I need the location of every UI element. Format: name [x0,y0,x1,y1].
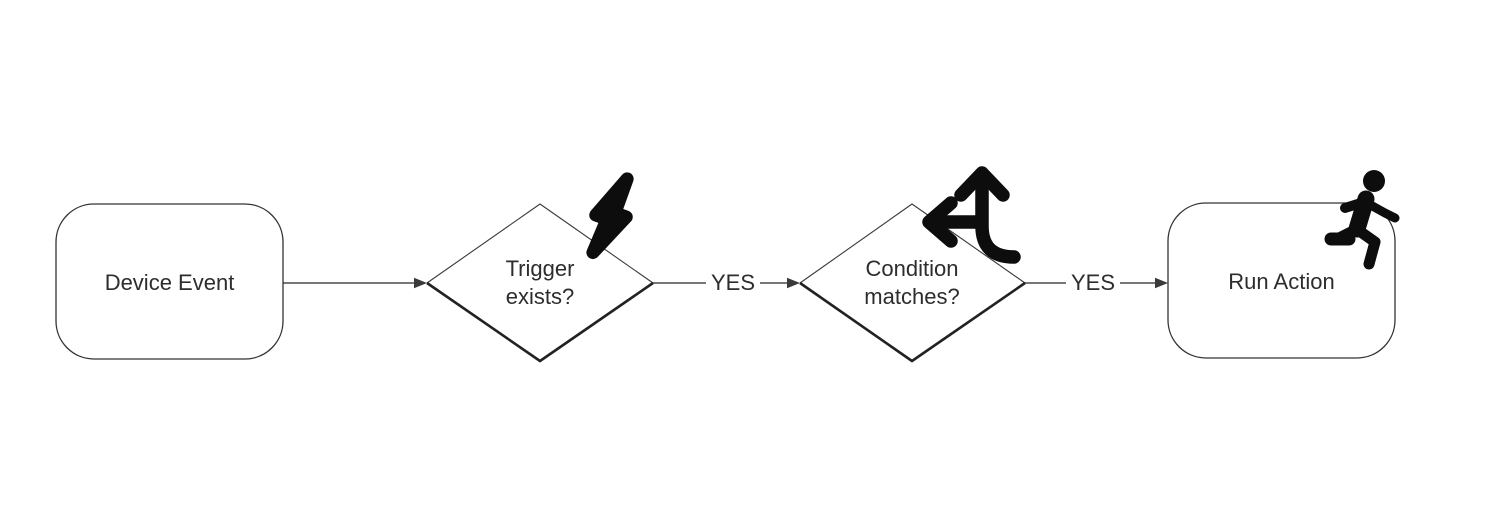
node-label-device-event: Device Event [104,270,235,295]
node-condition-matches [799,203,1026,363]
diamond-bottom-edges [799,281,1026,363]
node-device-event [55,203,284,360]
diamond-top-edges [799,203,1026,284]
edge-label-yes-2: YES [1070,270,1116,295]
split-arrows-icon [922,166,1021,264]
arrowhead-icon [1155,277,1168,289]
node-label-run-action: Run Action [1228,269,1335,294]
node-trigger-exists [426,203,654,363]
diamond-top-edges [426,203,654,284]
edge-label-yes-1: YES [710,270,756,295]
node-label-trigger-exists: Trigger exists? [505,256,575,309]
node-label-condition-matches: Condition matches? [864,256,960,309]
lightning-icon [586,172,634,260]
arrowhead-icon [414,277,427,289]
running-person-icon [1324,170,1400,270]
arrowhead-icon [787,277,800,289]
diamond-bottom-edges [426,281,654,363]
